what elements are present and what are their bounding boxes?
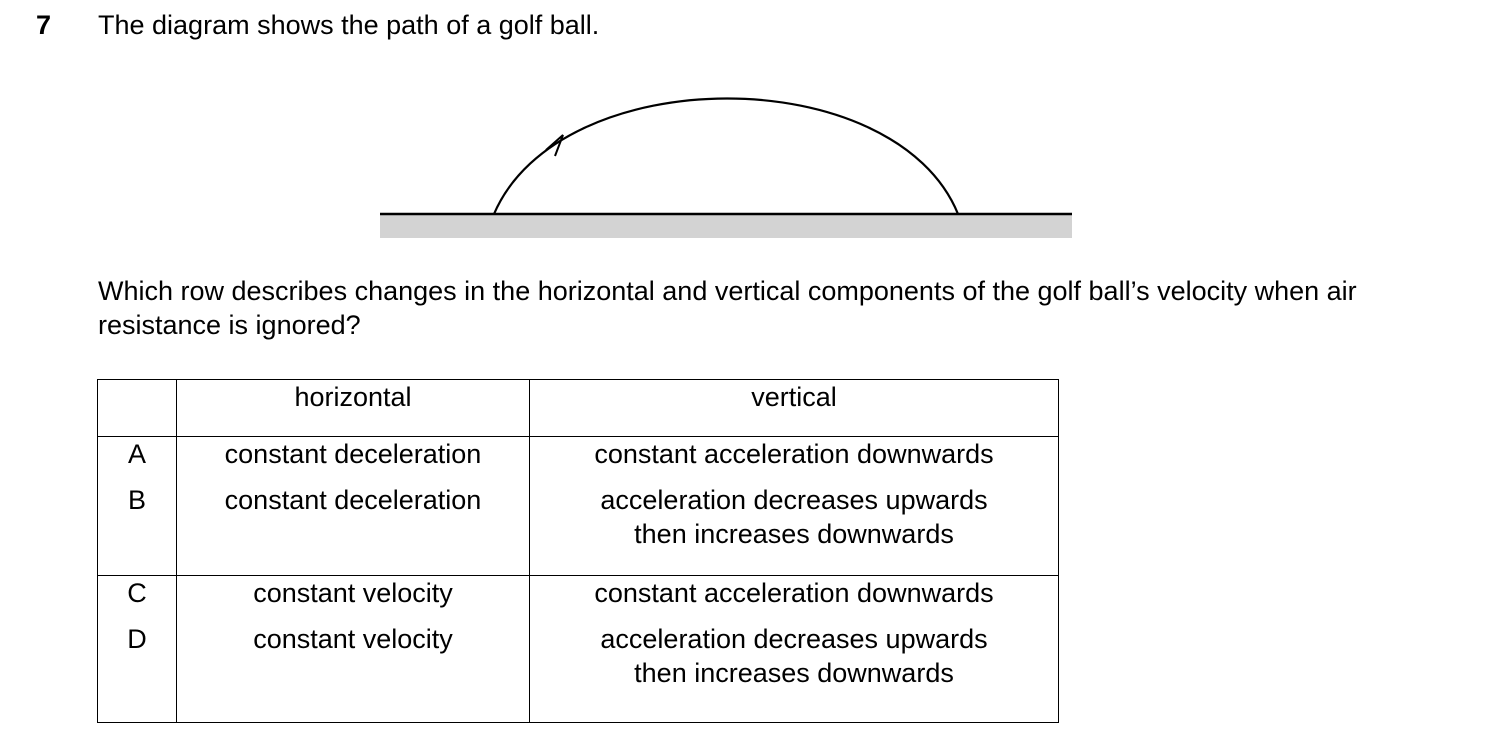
option-vertical-line: constant acceleration downwards <box>594 439 994 469</box>
option-row-c: C constant velocity constant acceleratio… <box>97 575 1059 622</box>
option-letter: A <box>97 436 177 483</box>
direction-arrow-icon <box>545 134 564 157</box>
option-vertical: constant acceleration downwards <box>529 436 1059 483</box>
question-stem: The diagram shows the path of a golf bal… <box>98 10 600 40</box>
table-header-row: horizontal vertical <box>97 379 1059 437</box>
header-horizontal: horizontal <box>176 379 530 437</box>
option-horizontal: constant velocity <box>176 622 530 723</box>
option-horizontal: constant deceleration <box>176 483 530 576</box>
option-row-b: B constant deceleration acceleration dec… <box>97 483 1059 576</box>
header-letter <box>97 379 177 437</box>
option-letter: C <box>97 575 177 622</box>
option-letter: B <box>97 483 177 576</box>
option-vertical: constant acceleration downwards <box>529 575 1059 622</box>
question-number: 7 <box>36 10 52 40</box>
option-horizontal: constant velocity <box>176 575 530 622</box>
option-vertical-line: acceleration decreases upwards <box>600 624 988 654</box>
option-letter: D <box>97 622 177 723</box>
ground <box>380 214 1072 238</box>
option-vertical-line: then increases downwards <box>634 658 954 688</box>
option-vertical-line: constant acceleration downwards <box>594 578 994 608</box>
option-vertical-line: then increases downwards <box>634 519 954 549</box>
option-horizontal: constant deceleration <box>176 436 530 483</box>
option-row-d: D constant velocity acceleration decreas… <box>97 622 1059 723</box>
option-vertical-line: acceleration decreases upwards <box>600 485 988 515</box>
option-row-a: A constant deceleration constant acceler… <box>97 436 1059 483</box>
option-vertical: acceleration decreases upwards then incr… <box>529 622 1059 723</box>
ball-trajectory <box>492 97 960 215</box>
question-prompt: Which row describes changes in the horiz… <box>98 276 1357 340</box>
header-vertical: vertical <box>529 379 1059 437</box>
option-vertical: acceleration decreases upwards then incr… <box>529 483 1059 576</box>
golf-ball-path-diagram <box>380 97 1072 238</box>
answer-options-table: horizontal vertical A constant decelerat… <box>97 379 1059 723</box>
